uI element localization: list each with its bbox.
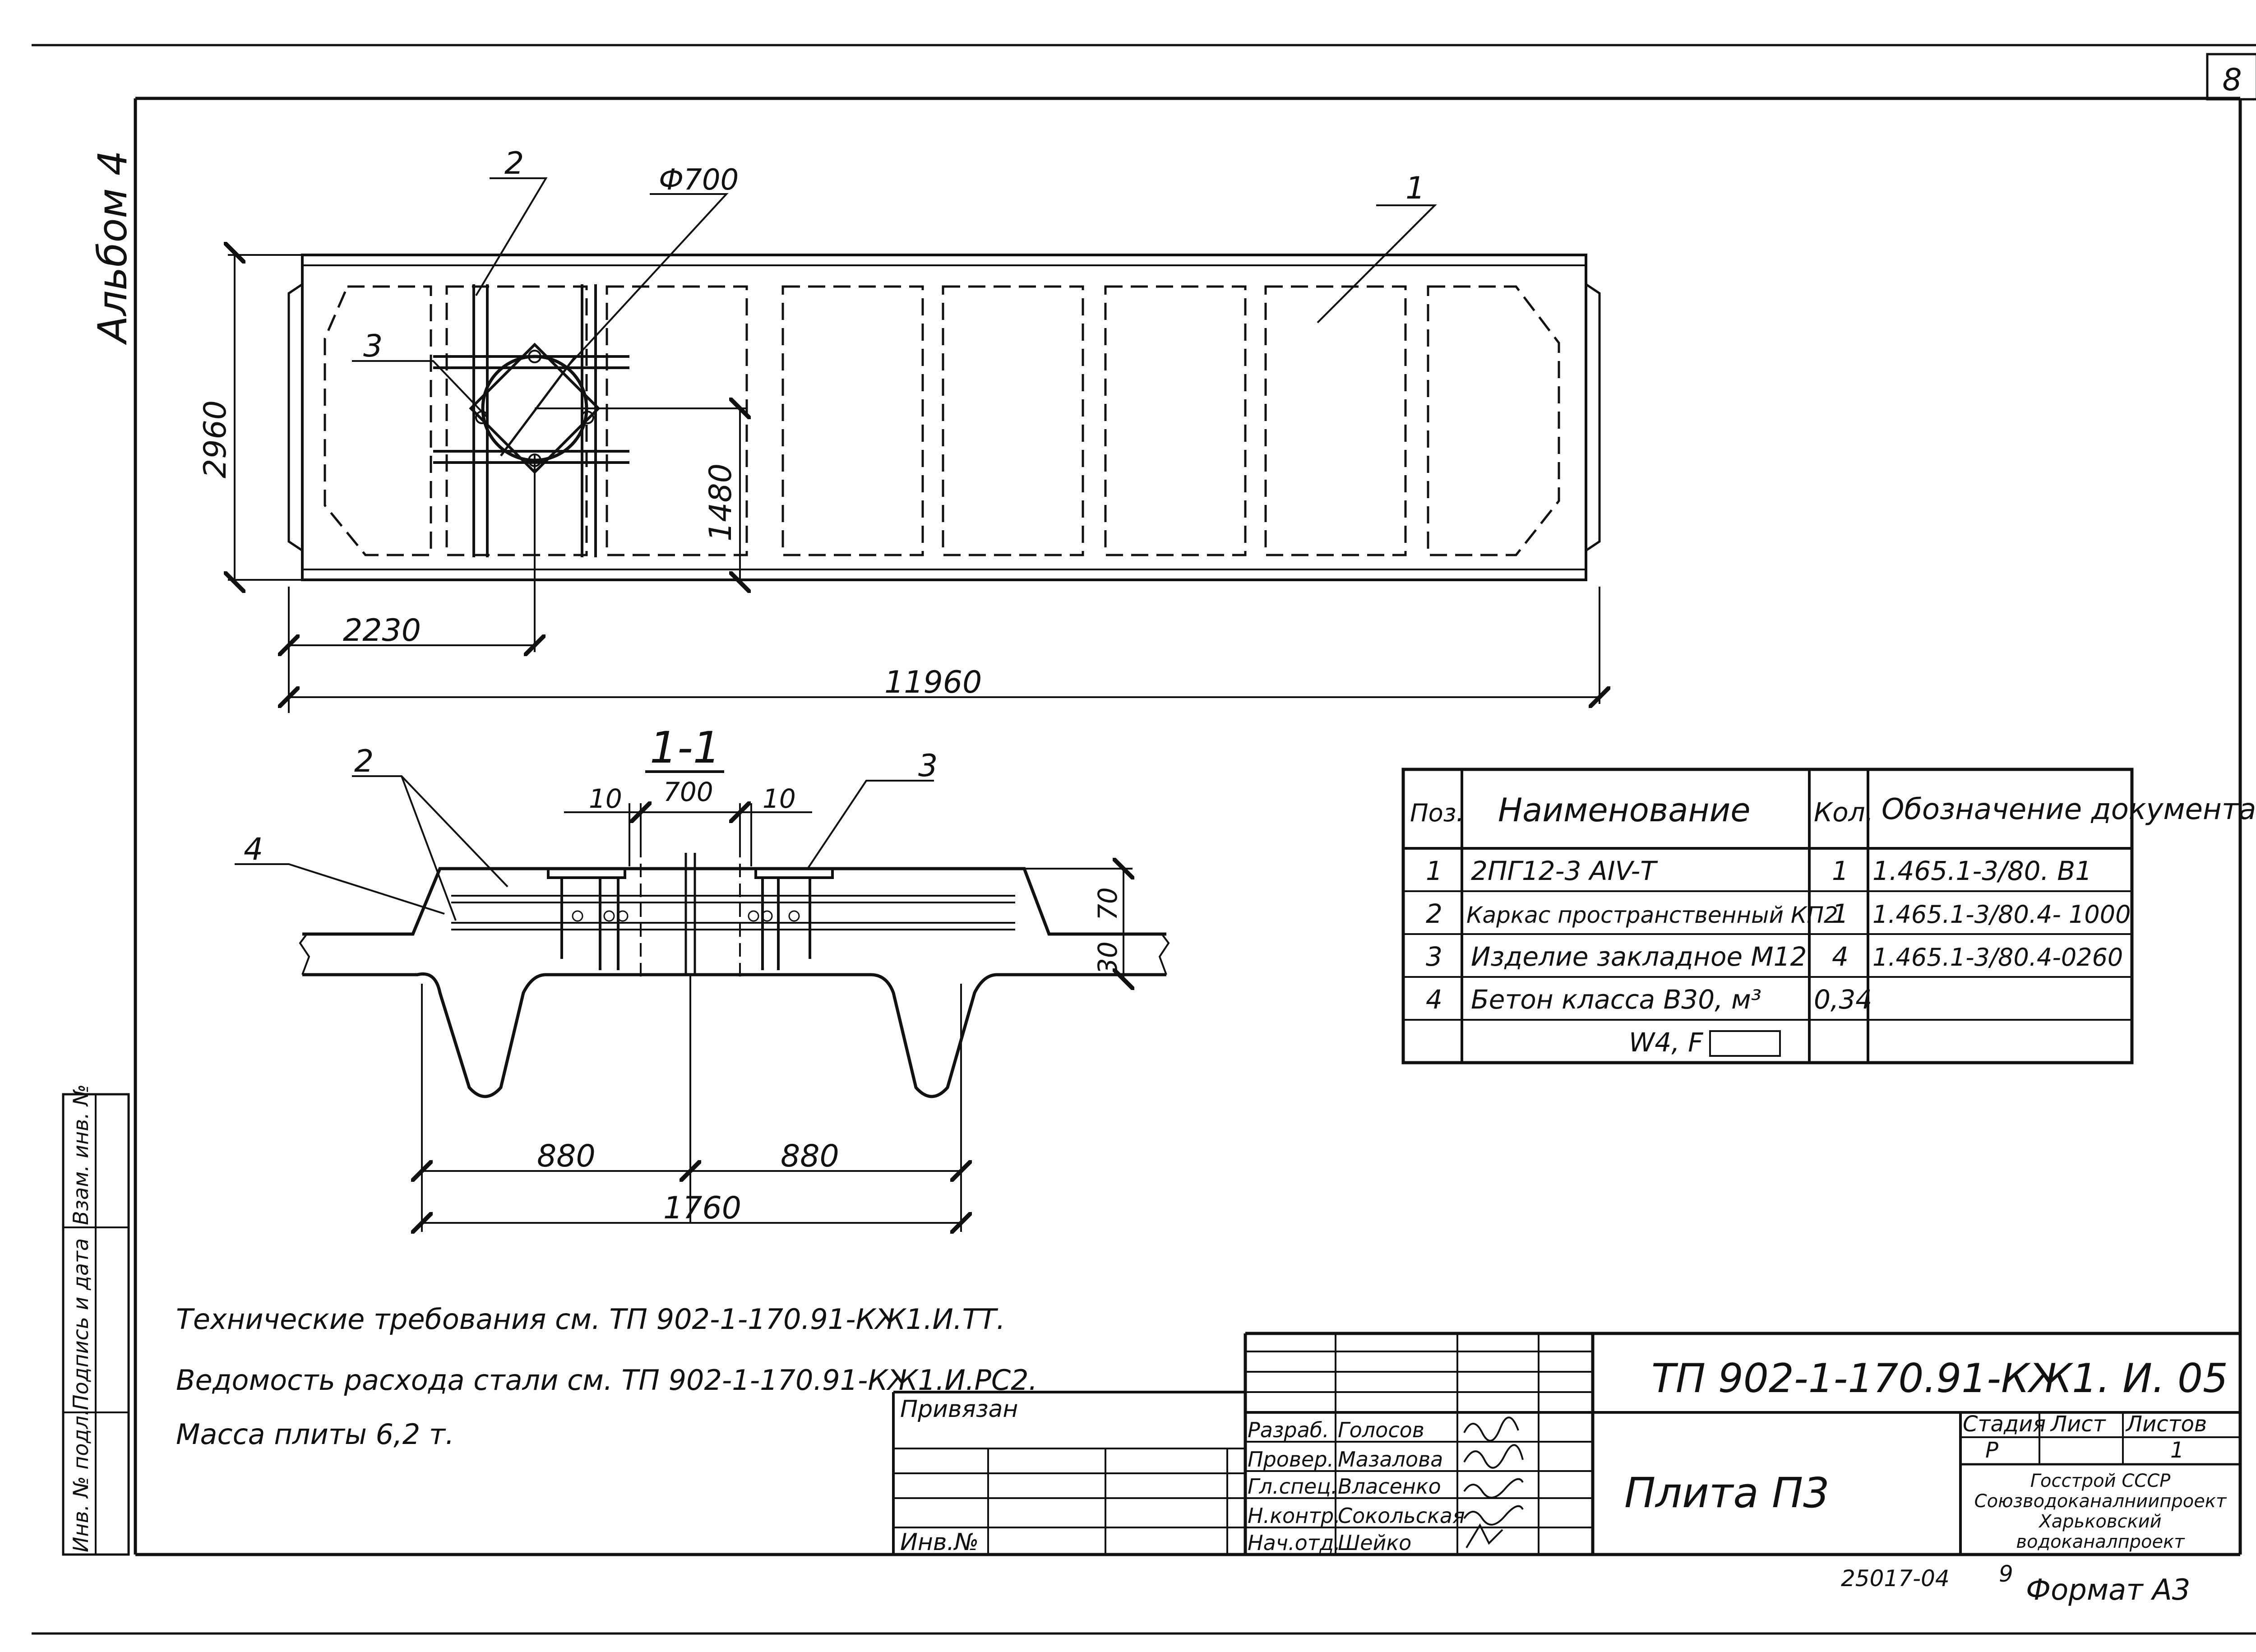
footer-code: 25017-04 [1841,1565,1950,1592]
spec-row3-name: Изделие закладное М12 [1471,941,1807,972]
notes: Технические требования см. ТП 902-1-170.… [176,1303,1037,1451]
title-inv: Инв.№ [900,1529,979,1556]
spec-row4-qty: 0,34 [1814,984,1872,1015]
plan-callout-diameter: Ф700 [659,163,739,197]
org-line3: Харьковский [2038,1511,2161,1532]
plan-dim-offset: 2230 [343,613,421,648]
sheet-number: 8 [2222,62,2242,98]
stamp-signature-date: Подпись и дата [69,1238,93,1410]
spec-row4-name: Бетон класса В30, м³ [1471,984,1761,1015]
spec-row1-qty: 1 [1832,856,1849,886]
title-name: Плита П3 [1624,1469,1830,1517]
note-tech-requirements: Технические требования см. ТП 902-1-170.… [176,1303,1005,1336]
slab-outline [301,254,1587,581]
spec-header-name: Наименование [1498,791,1751,829]
stamp-vzam-inv: Взам. инв. № [69,1084,93,1225]
section-title: 1-1 [650,722,721,773]
title-stage-header: Стадия [1963,1411,2046,1437]
name-prover: Мазалова [1338,1447,1443,1472]
name-glspec: Власенко [1338,1474,1441,1499]
spec-header-doc: Обозначение документа [1882,793,2256,826]
title-doc-code: ТП 902-1-170.91-КЖ1. И. 05 [1651,1355,2228,1402]
plan-view: 2 Ф700 3 1 2960 1480 2230 11960 [198,146,1600,713]
spec-row1-doc: 1.465.1-3/80. В1 [1872,856,2092,886]
rib-cells [324,285,1560,556]
section-dim-30: 30 [1092,941,1123,975]
org-line4: водоканалпроект [2016,1532,2185,1552]
name-razrab: Голосов [1338,1418,1424,1442]
spec-row3-pos: 3 [1426,941,1442,972]
spec-row3-doc: 1.465.1-3/80.4-0260 [1872,943,2123,972]
spec-row5-name: W4, F [1629,1027,1704,1058]
name-nkontr: Сокольская [1338,1504,1465,1528]
hole-embed-frame [469,342,601,474]
spec-header-qty: Кол. [1814,797,1873,828]
sheet-number-box [2206,53,2256,101]
spec-table: Поз. Наименование Кол. Обозначение докум… [1401,768,2256,1064]
section-dim-880-right: 880 [781,1138,839,1174]
spec-row2-name: Каркас пространственный КП2 [1466,902,1838,928]
reinforcement-cage [433,284,629,557]
section-callout-4: 4 [244,832,263,867]
section-dim-1760: 1760 [663,1190,741,1226]
plan-dim-length: 11960 [884,665,982,700]
section-embeds [547,867,834,970]
role-nkontr: Н.контр. [1248,1504,1341,1528]
side-stamp: Инв. № подл. Подпись и дата Взам. инв. № [62,1084,130,1556]
note-slab-mass: Масса плиты 6,2 т. [176,1418,454,1451]
role-glspec: Гл.спец. [1248,1474,1337,1499]
plan-dimensions [228,253,1600,713]
section-dim-10-right: 10 [763,783,796,814]
frost-grade-box [1709,1030,1781,1057]
sheet-frame: 8 [32,44,2256,1635]
title-sheet-header: Лист [2050,1411,2107,1437]
section-dim-10-left: 10 [589,783,622,814]
stamp-inv-podl: Инв. № подл. [69,1409,93,1552]
footer-format: Формат А3 [2026,1573,2191,1607]
section-leaders [235,775,934,921]
role-razrab: Разраб. [1248,1418,1329,1442]
spec-row2-pos: 2 [1426,898,1442,929]
spec-row3-qty: 4 [1832,941,1849,972]
section-dim-880-left: 880 [537,1138,596,1174]
signatures-icon [1463,1416,1524,1549]
title-block: Привязан Инв.№ ТП 902-1-170.91-КЖ1. И. 0… [892,1332,2240,1607]
plan-callout-3: 3 [363,329,383,364]
role-prover: Провер. [1248,1447,1334,1472]
title-sheets-header: Листов [2125,1411,2207,1437]
footer-num: 9 [1999,1561,2013,1587]
section-dim-70: 70 [1092,887,1123,921]
section-callout-2: 2 [354,744,374,779]
spec-header-pos: Поз. [1410,799,1464,827]
org-line1: Госстрой СССР [2030,1471,2171,1491]
section-callout-3: 3 [918,748,938,784]
name-nachotd: Шейко [1338,1531,1411,1555]
section-rebars [451,895,1015,930]
plan-callout-1: 1 [1405,171,1425,206]
spec-row1-name: 2ПГ12-3 АIV-Т [1471,856,1658,886]
section-top-dimensions [564,803,812,866]
org-line2: Союзводоканалниипроект [1974,1491,2227,1512]
plan-leaders [352,177,1437,418]
title-stage: Р [1985,1438,1998,1463]
role-nachotd: Нач.отд. [1248,1531,1341,1555]
spec-row4-pos: 4 [1426,984,1442,1015]
title-sheets: 1 [2170,1438,2184,1463]
plan-dim-half: 1480 [703,463,739,541]
spec-row2-qty: 1 [1832,898,1849,929]
plan-dim-width: 2960 [198,400,233,478]
section-dim-700: 700 [663,777,713,807]
title-privyazan: Привязан [900,1396,1018,1423]
plan-callout-2: 2 [504,146,524,181]
album-label: Альбом 4 [89,150,136,345]
section-right-dimensions [1024,869,1133,979]
spec-row2-doc: 1.465.1-3/80.4- 1000 [1872,900,2131,929]
section-bottom-dimensions [422,984,961,1232]
spec-row1-pos: 1 [1426,856,1442,886]
section-view: 1-1 [235,722,1170,1232]
